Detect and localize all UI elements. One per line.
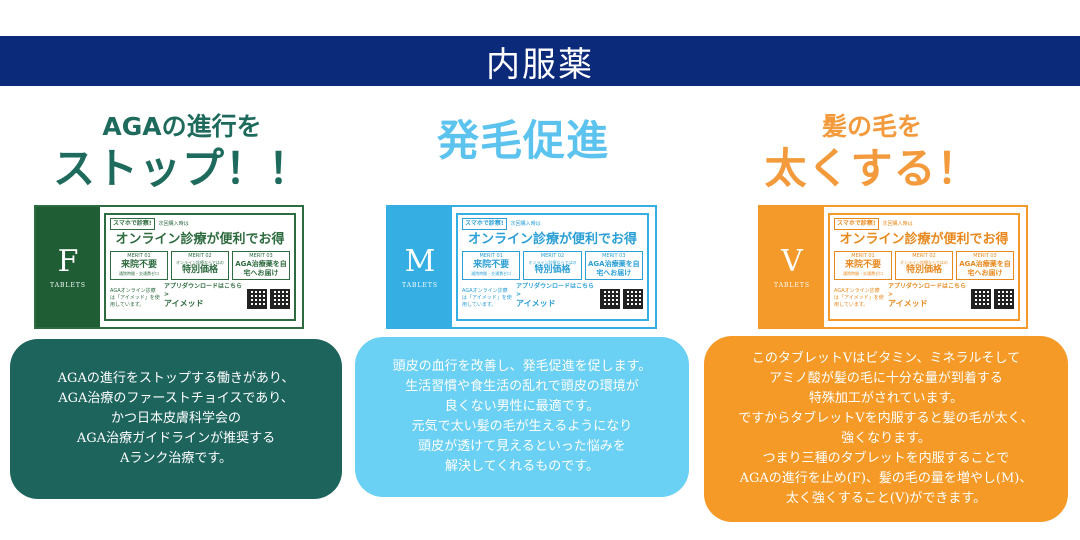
merit-box: MERIT 01 来院不要 通院時間・交通費ゼロ <box>110 251 168 280</box>
tablet-label: V TABLETS <box>760 207 824 327</box>
merit-sub: オンライン診療ならではの <box>176 260 224 265</box>
merit-number: MERIT 02 <box>912 253 936 259</box>
merit-box: MERIT 02 オンライン診療ならではの 特別価格 <box>895 251 953 280</box>
heading-small: 髪の毛を <box>821 112 922 141</box>
merit-title: 特別価格 <box>181 265 218 275</box>
qr-code-icon[interactable] <box>971 289 991 309</box>
merit-title: 特別価格 <box>534 265 571 275</box>
brand-name: アイメッド <box>888 299 928 308</box>
column-heading: AGAの進行を ストップ！！ <box>12 112 352 196</box>
app-download-link[interactable]: アプリダウンロードはこちら > <box>888 283 967 298</box>
merit-title: AGA治療薬を自宅へお届け <box>959 260 1011 277</box>
tablet-letter: M <box>404 243 436 279</box>
online-clinic-ad[interactable]: F TABLETS スマホで診察! 次回購入時は オンライン診療が便利でお得 M… <box>34 205 304 329</box>
merit-sub: 通院時間・交通費ゼロ <box>471 271 512 276</box>
merit-title: AGA治療薬を自宅へお届け <box>588 260 640 277</box>
ad-note: 次回購入時は <box>510 220 541 227</box>
merit-sub: 通院時間・交通費ゼロ <box>119 271 159 276</box>
column-heading: 発毛促進 <box>353 114 693 168</box>
ad-title: オンライン診療が便利でお得 <box>467 232 637 247</box>
online-clinic-ad[interactable]: M TABLETS スマホで診察! 次回購入時は オンライン診療が便利でお得 M… <box>386 205 657 329</box>
tablet-sub: TABLETS <box>402 281 438 289</box>
heading-small: AGAの進行を <box>102 112 262 141</box>
ad-body: スマホで診察! 次回購入時は オンライン診療が便利でお得 MERIT 01 来院… <box>104 213 296 321</box>
description-text: このタブレットVはビタミン、ミネラルそして アミノ酸が髪の毛に十分な量が到着する… <box>738 351 1034 506</box>
merit-number: MERIT 03 <box>973 253 997 259</box>
qr-code-icon[interactable] <box>270 289 290 309</box>
column-tablet-m: 発毛促進 M TABLETS スマホで診察! 次回購入時は オンライン診療が便利… <box>353 112 693 532</box>
online-clinic-ad[interactable]: V TABLETS スマホで診察! 次回購入時は オンライン診療が便利でお得 M… <box>758 205 1028 329</box>
merit-title: 特別価格 <box>905 265 942 275</box>
merit-number: MERIT 01 <box>851 253 875 259</box>
merit-title: 来院不要 <box>473 260 510 270</box>
app-download-link[interactable]: アプリダウンロードはこちら > <box>164 283 243 298</box>
section-title: 内服薬 <box>486 44 594 85</box>
tablet-letter: V <box>781 243 803 279</box>
app-download-link[interactable]: アプリダウンロードはこちら > <box>516 283 595 298</box>
heading-big: 発毛促進 <box>436 116 609 165</box>
qr-code-icon[interactable] <box>247 289 267 309</box>
tablet-label: M TABLETS <box>388 207 452 327</box>
description-box: AGAの進行をストップする働きがあり、 AGA治療のファーストチョイスであり、 … <box>10 339 342 499</box>
column-heading: 髪の毛を 太くする！ <box>702 112 1042 196</box>
merit-number: MERIT 01 <box>479 253 503 259</box>
tablet-sub: TABLETS <box>50 281 86 289</box>
merit-sub: オンライン診療ならではの <box>528 260 577 265</box>
ad-title: オンライン診療が便利でお得 <box>115 232 285 247</box>
merit-box: MERIT 03 AGA治療薬を自宅へお届け <box>956 251 1014 280</box>
description-box: 頭皮の血行を改善し、発毛促進を促します。 生活習慣や食生活の乱れで頭皮の環境が … <box>355 337 689 497</box>
description-text: 頭皮の血行を改善し、発毛促進を促します。 生活習慣や食生活の乱れで頭皮の環境が … <box>392 359 652 474</box>
merit-title: 来院不要 <box>844 260 881 270</box>
qr-code-icon[interactable] <box>623 289 643 309</box>
ad-note: 次回購入時は <box>882 220 913 227</box>
merit-title: 来院不要 <box>120 260 157 270</box>
merit-box: MERIT 01 来院不要 通院時間・交通費ゼロ <box>834 251 892 280</box>
phone-badge: スマホで診察! <box>834 218 879 230</box>
qr-code-icon[interactable] <box>994 289 1014 309</box>
ad-title: オンライン診療が便利でお得 <box>839 232 1009 247</box>
column-tablet-v: 髪の毛を 太くする！ V TABLETS スマホで診察! 次回購入時は オンライ… <box>702 112 1068 532</box>
phone-badge: スマホで診察! <box>110 218 155 230</box>
ad-foot-note: AGAオンライン診療は「アイメッド」を使用しています。 <box>834 288 884 308</box>
merit-number: MERIT 03 <box>602 253 626 259</box>
tablet-label: F TABLETS <box>36 207 100 327</box>
tablet-sub: TABLETS <box>774 281 810 289</box>
ad-body: スマホで診察! 次回購入時は オンライン診療が便利でお得 MERIT 01 来院… <box>456 213 649 321</box>
merit-number: MERIT 02 <box>188 253 212 259</box>
brand-name: アイメッド <box>516 299 556 308</box>
merit-number: MERIT 03 <box>249 253 273 259</box>
qr-code-icon[interactable] <box>600 289 620 309</box>
ad-foot-note: AGAオンライン診療は「アイメッド」を使用しています。 <box>462 288 512 308</box>
merit-number: MERIT 01 <box>127 253 151 259</box>
merit-box: MERIT 02 オンライン診療ならではの 特別価格 <box>523 251 582 280</box>
heading-big: ストップ！！ <box>52 144 311 193</box>
description-text: AGAの進行をストップする働きがあり、 AGA治療のファーストチョイスであり、 … <box>57 371 295 466</box>
section-banner: 内服薬 <box>0 36 1080 86</box>
merit-box: MERIT 01 来院不要 通院時間・交通費ゼロ <box>462 251 521 280</box>
merit-box: MERIT 03 AGA治療薬を自宅へお届け <box>232 251 290 280</box>
brand-name: アイメッド <box>164 299 204 308</box>
ad-body: スマホで診察! 次回購入時は オンライン診療が便利でお得 MERIT 01 来院… <box>828 213 1020 321</box>
phone-badge: スマホで診察! <box>462 218 507 230</box>
column-tablet-f: AGAの進行を ストップ！！ F TABLETS スマホで診察! 次回購入時は … <box>10 112 352 532</box>
heading-big: 太くする！ <box>764 144 980 193</box>
tablet-letter: F <box>57 243 79 279</box>
merit-title: AGA治療薬を自宅へお届け <box>235 260 287 277</box>
ad-note: 次回購入時は <box>158 220 189 227</box>
merit-number: MERIT 02 <box>540 253 565 259</box>
merit-box: MERIT 03 AGA治療薬を自宅へお届け <box>584 251 643 280</box>
ad-foot-note: AGAオンライン診療は「アイメッド」を使用しています。 <box>110 288 160 308</box>
merit-sub: 通院時間・交通費ゼロ <box>843 271 883 276</box>
merit-sub: オンライン診療ならではの <box>900 260 948 265</box>
merit-box: MERIT 02 オンライン診療ならではの 特別価格 <box>171 251 229 280</box>
description-box: このタブレットVはビタミン、ミネラルそして アミノ酸が髪の毛に十分な量が到着する… <box>704 336 1068 522</box>
